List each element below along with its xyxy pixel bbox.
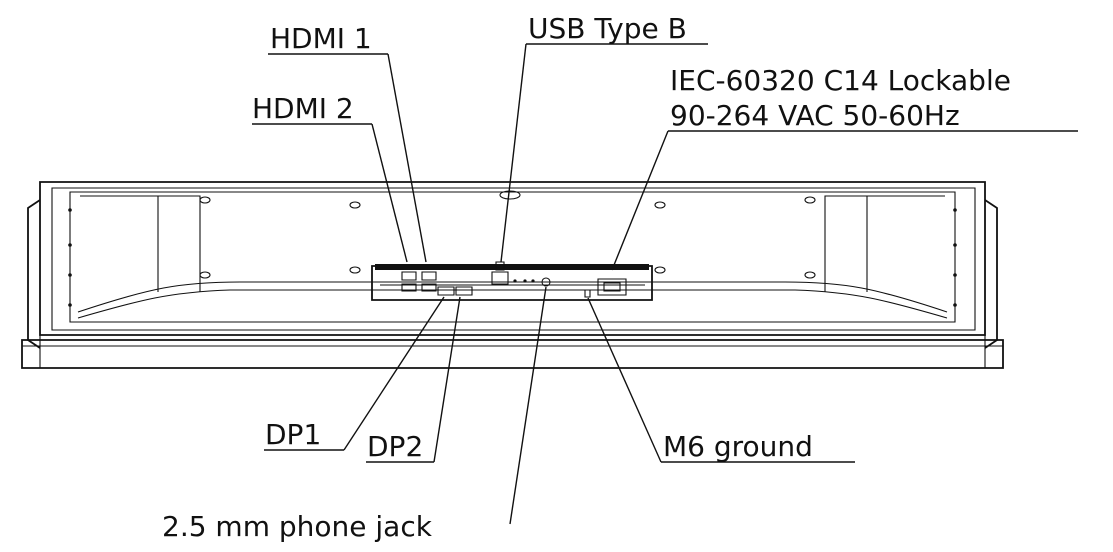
iec-label-line1: IEC-60320 C14 Lockable bbox=[670, 64, 1011, 97]
hdmi2-label: HDMI 2 bbox=[252, 92, 354, 125]
side-mounting-holes bbox=[68, 208, 957, 307]
m6-ground-stud bbox=[585, 290, 590, 297]
panel-screw-features bbox=[200, 191, 815, 278]
hdmi1-port bbox=[422, 272, 436, 280]
leader-lines bbox=[252, 44, 1078, 524]
iec-label-line2: 90-264 VAC 50-60Hz bbox=[670, 99, 960, 132]
phone-jack-label: 2.5 mm phone jack bbox=[162, 510, 433, 543]
hdmi2-port bbox=[402, 272, 416, 280]
monitor-rear-outline bbox=[22, 182, 1003, 368]
connector-bay bbox=[372, 262, 652, 300]
usb-type-b-port bbox=[492, 272, 508, 284]
dp1-label: DP1 bbox=[265, 418, 321, 451]
m6-ground-label: M6 ground bbox=[663, 430, 813, 463]
dp2-port bbox=[456, 287, 472, 295]
usb-type-b-label: USB Type B bbox=[528, 12, 687, 45]
iec-inlet bbox=[598, 279, 626, 295]
hdmi1-label: HDMI 1 bbox=[270, 22, 372, 55]
phone-jack-port bbox=[542, 278, 550, 286]
dp1-port bbox=[438, 287, 454, 295]
dp2-label: DP2 bbox=[367, 430, 423, 463]
